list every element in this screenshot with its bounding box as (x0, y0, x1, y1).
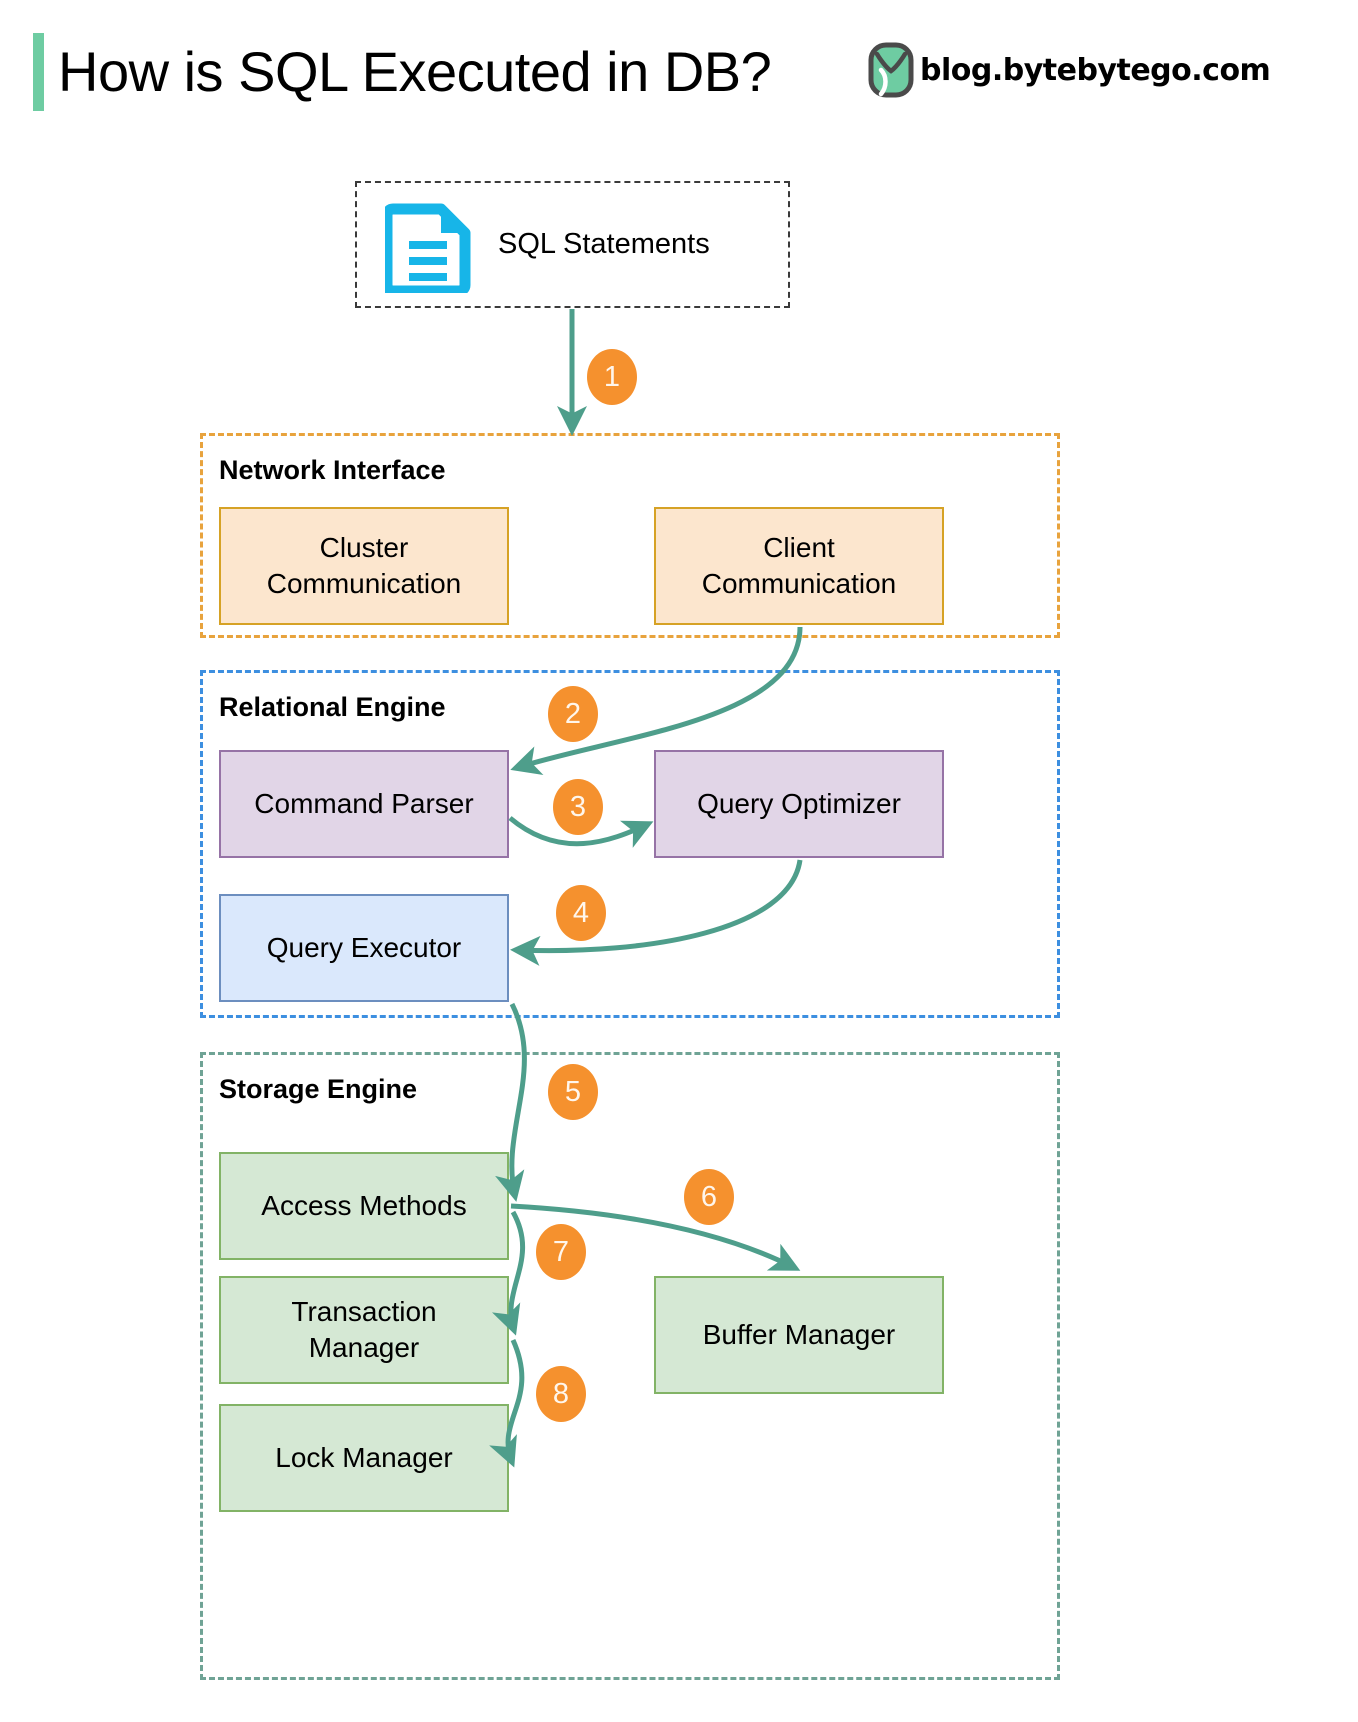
node-lock-manager-label: Lock Manager (275, 1441, 453, 1473)
step-badge-3: 3 (553, 779, 603, 835)
page-header: How is SQL Executed in DB? blog.bytebyte… (0, 0, 1358, 140)
sql-statements-label: SQL Statements (498, 228, 710, 260)
node-lock-manager[interactable]: Lock Manager (219, 1404, 509, 1512)
node-query-executor[interactable]: Query Executor (219, 894, 509, 1002)
sql-statements-box (355, 181, 790, 308)
brand-text: blog.bytebytego.com (920, 52, 1271, 88)
node-buffer-manager-label: Buffer Manager (702, 1318, 896, 1350)
node-transaction-manager-line1: Transaction (291, 1295, 437, 1327)
node-cluster-communication-line1: Cluster (319, 531, 409, 563)
node-cluster-communication-line2: Communication (266, 568, 462, 599)
node-transaction-manager-line2: Manager (308, 1332, 420, 1363)
node-command-parser-label: Command Parser (254, 787, 474, 819)
node-query-executor-label: Query Executor (266, 931, 462, 963)
node-command-parser[interactable]: Command Parser (219, 750, 509, 858)
step-badge-4: 4 (556, 885, 606, 941)
node-transaction-manager[interactable]: Transaction Manager (219, 1276, 509, 1384)
node-client-communication-line1: Client (763, 531, 835, 563)
step-badge-5: 5 (548, 1064, 598, 1120)
document-lines-icon (385, 203, 471, 293)
title-accent-bar (33, 33, 44, 111)
step-badge-8: 8 (536, 1366, 586, 1422)
step-badge-1: 1 (587, 349, 637, 405)
bytebytego-logo-icon (868, 42, 914, 98)
page-title: How is SQL Executed in DB? (58, 40, 772, 103)
group-storage-engine (200, 1052, 1060, 1680)
step-badge-7: 7 (536, 1224, 586, 1280)
node-client-communication[interactable]: Client Communication (654, 507, 944, 625)
node-access-methods-label: Access Methods (261, 1189, 467, 1221)
group-label-relational-engine: Relational Engine (219, 692, 446, 722)
node-cluster-communication[interactable]: Cluster Communication (219, 507, 509, 625)
node-access-methods[interactable]: Access Methods (219, 1152, 509, 1260)
group-label-network-interface: Network Interface (219, 455, 446, 485)
step-badge-6: 6 (684, 1169, 734, 1225)
node-client-communication-line2: Communication (701, 568, 897, 599)
node-query-optimizer-label: Query Optimizer (697, 787, 901, 819)
step-badge-2: 2 (548, 686, 598, 742)
node-buffer-manager[interactable]: Buffer Manager (654, 1276, 944, 1394)
group-label-storage-engine: Storage Engine (219, 1074, 418, 1104)
brand-badge: blog.bytebytego.com (868, 42, 1271, 98)
node-query-optimizer[interactable]: Query Optimizer (654, 750, 944, 858)
